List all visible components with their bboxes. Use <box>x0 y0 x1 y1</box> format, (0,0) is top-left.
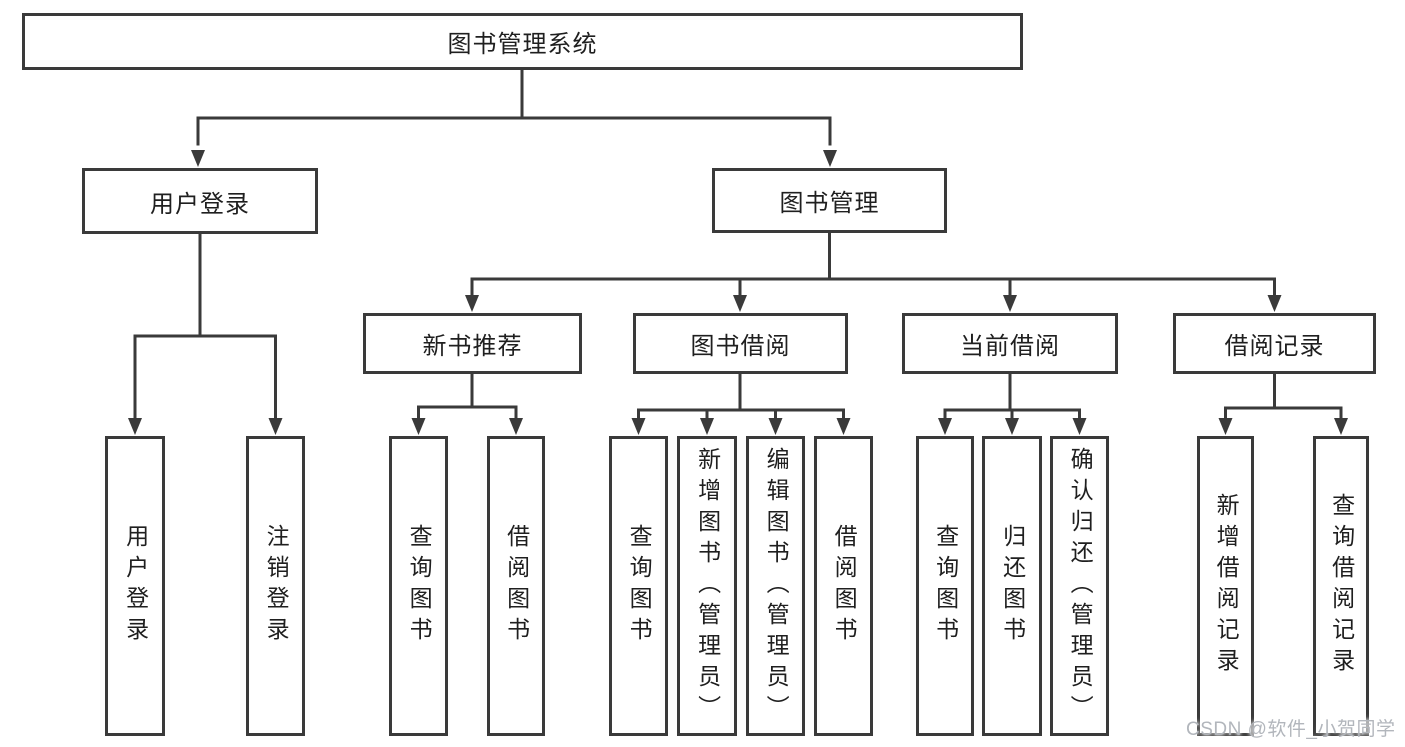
leaf-record-add-borrow-record: 新增借阅记录 <box>1197 436 1254 736</box>
leaf-borrowing-add-book-admin: 新增图书（管理员） <box>677 436 737 736</box>
connector-root-to-level1 <box>196 68 832 146</box>
node-book-borrowing: 图书借阅 <box>633 313 848 374</box>
leaf-current-confirm-return-admin: 确认归还（管理员） <box>1050 436 1109 736</box>
csdn-watermark: CSDN @软件_小贺同学 <box>1186 719 1396 740</box>
leaf-record-query-borrow-record-label: 查询借阅记录 <box>1328 493 1355 679</box>
connector-current-borrow-children <box>943 372 1081 425</box>
leaf-recommend-query-book-label: 查询图书 <box>406 524 433 648</box>
leaf-recommend-query-book: 查询图书 <box>389 436 448 736</box>
leaf-current-return-book-label: 归还图书 <box>999 524 1026 648</box>
leaf-user-login: 用户登录 <box>105 436 165 736</box>
leaf-borrowing-borrow-book-label: 借阅图书 <box>831 524 858 648</box>
node-user-login-label: 用户登录 <box>150 190 250 218</box>
node-new-book-recommendation: 新书推荐 <box>363 313 582 374</box>
leaf-recommend-borrow-book-label: 借阅图书 <box>503 524 530 648</box>
node-current-borrowing-label: 当前借阅 <box>960 333 1060 360</box>
node-new-book-recommendation-label: 新书推荐 <box>422 333 523 360</box>
leaf-logout: 注销登录 <box>246 436 305 736</box>
node-current-borrowing: 当前借阅 <box>902 313 1118 374</box>
leaf-logout-label: 注销登录 <box>263 524 290 648</box>
leaf-recommend-borrow-book: 借阅图书 <box>487 436 545 736</box>
node-borrowing-records: 借阅记录 <box>1173 313 1376 374</box>
leaf-current-return-book: 归还图书 <box>982 436 1042 736</box>
leaf-current-confirm-return-admin-label: 确认归还（管理员） <box>1067 446 1094 726</box>
leaf-borrowing-edit-book-admin-label: 编辑图书（管理员） <box>763 446 790 726</box>
root-node-library-management-system: 图书管理系统 <box>22 13 1023 70</box>
node-book-management-label: 图书管理 <box>779 190 880 217</box>
connector-borrow-record-children <box>1224 372 1343 425</box>
leaf-borrowing-borrow-book: 借阅图书 <box>814 436 873 736</box>
node-book-borrowing-label: 图书借阅 <box>690 333 791 360</box>
leaf-current-query-book: 查询图书 <box>916 436 974 736</box>
node-book-management: 图书管理 <box>712 168 947 233</box>
leaf-record-query-borrow-record: 查询借阅记录 <box>1313 436 1369 736</box>
node-borrowing-records-label: 借阅记录 <box>1224 333 1325 360</box>
leaf-borrowing-query-book: 查询图书 <box>609 436 668 736</box>
arrowheads <box>128 150 1348 435</box>
node-user-login: 用户登录 <box>82 168 318 234</box>
leaf-borrowing-edit-book-admin: 编辑图书（管理员） <box>746 436 805 736</box>
leaf-user-login-label: 用户登录 <box>122 524 149 648</box>
connector-book-mgmt-children <box>470 231 1276 301</box>
leaf-current-query-book-label: 查询图书 <box>932 524 959 648</box>
connector-book-borrow-children <box>637 372 845 425</box>
connector-new-book-children <box>417 372 518 425</box>
leaf-borrowing-add-book-admin-label: 新增图书（管理员） <box>694 446 721 726</box>
connector-user-login-children <box>133 232 277 425</box>
root-node-label: 图书管理系统 <box>447 31 598 58</box>
leaf-borrowing-query-book-label: 查询图书 <box>626 524 653 648</box>
leaf-record-add-borrow-record-label: 新增借阅记录 <box>1213 493 1240 679</box>
